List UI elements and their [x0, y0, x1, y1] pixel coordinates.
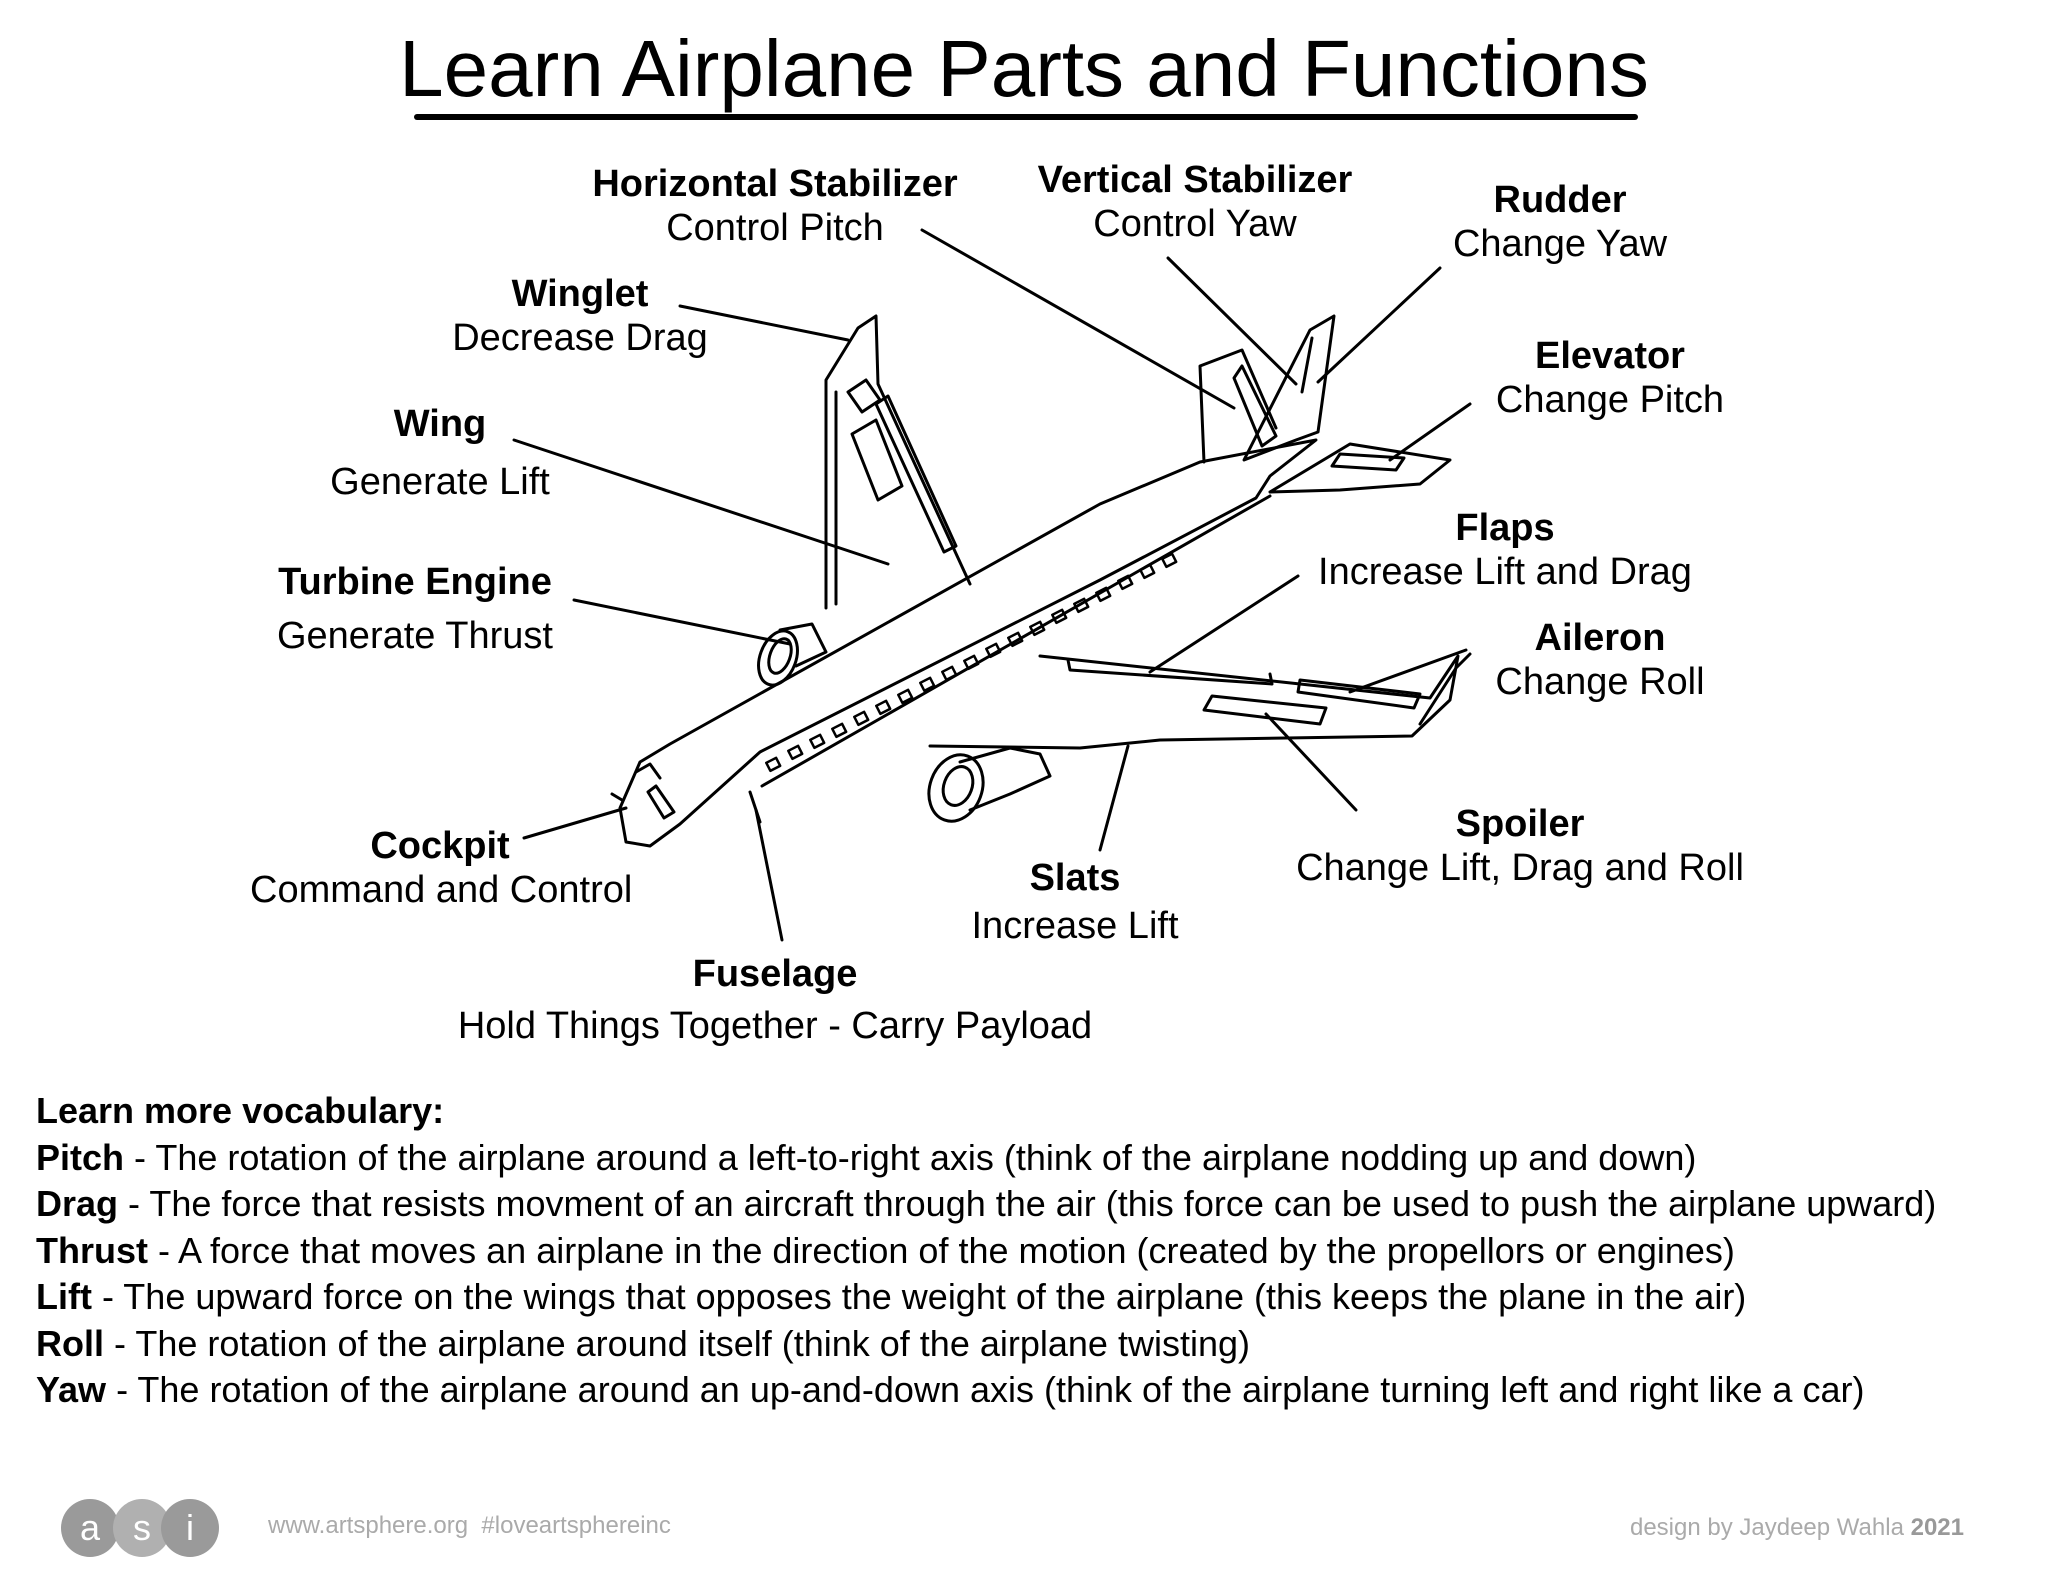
far-engine	[757, 622, 828, 687]
vocab-item-thrust: Thrust - A force that moves an airplane …	[36, 1228, 2026, 1275]
label-elevator: Elevator Change Pitch	[1450, 334, 1770, 422]
leader-flaps	[1148, 574, 1300, 674]
vocab-definition: - The upward force on the wings that opp…	[91, 1276, 1747, 1317]
label-slats: Slats Increase Lift	[940, 856, 1210, 948]
footer-credit: design by Jaydeep Wahla 2021	[1630, 1514, 1964, 1542]
vocab-definition: - The rotation of the airplane around it…	[104, 1322, 1250, 1364]
leader-elevator	[1388, 402, 1472, 462]
vocab-item-yaw: Yaw - The rotation of the airplane aroun…	[36, 1367, 2026, 1414]
part-function: Generate Lift	[330, 461, 550, 503]
vocab-item-roll: Roll - The rotation of the airplane arou…	[36, 1321, 2026, 1368]
leader-rudder	[1316, 266, 1442, 384]
near-wing	[928, 652, 1472, 750]
label-winglet: Winglet Decrease Drag	[420, 272, 740, 360]
label-fuselage: Fuselage Hold Things Together - Carry Pa…	[420, 952, 1130, 1048]
part-name: Flaps	[1455, 507, 1555, 549]
leader-fuselage	[754, 808, 784, 942]
near-engine	[927, 746, 1052, 823]
part-function: Generate Thrust	[276, 615, 553, 657]
part-function: Control Pitch	[666, 207, 884, 249]
leader-turbine-engine	[572, 598, 792, 646]
vocab-item-drag: Drag - The force that resists movment of…	[36, 1181, 2026, 1228]
horizontal-stabilizer	[1268, 442, 1452, 494]
vocab-term: Drag	[36, 1183, 119, 1224]
label-spoiler: Spoiler Change Lift, Drag and Roll	[1270, 802, 1770, 890]
part-function: Change Roll	[1495, 661, 1705, 703]
part-name: Horizontal Stabilizer	[592, 163, 958, 205]
vocab-item-pitch: Pitch - The rotation of the airplane aro…	[36, 1135, 2026, 1182]
leader-horizontal-stabilizer	[920, 228, 1236, 410]
footer-website: www.artsphere.org #loveartsphereinc	[268, 1512, 671, 1539]
vocab-item-lift: Lift - The upward force on the wings tha…	[36, 1274, 2026, 1321]
part-function: Decrease Drag	[452, 317, 708, 359]
part-name: Slats	[1029, 857, 1121, 899]
part-function: Hold Things Together - Carry Payload	[457, 1005, 1093, 1047]
part-name: Turbine Engine	[278, 561, 552, 603]
part-function: Increase Lift and Drag	[1318, 551, 1692, 593]
logo-letter: i	[186, 1507, 194, 1548]
vocab-term: Lift	[36, 1276, 92, 1317]
vocab-definition: - The force that resists movment of an a…	[118, 1183, 1937, 1224]
page-title: Learn Airplane Parts and Functions	[399, 24, 1649, 113]
label-horizontal-stabilizer: Horizontal Stabilizer Control Pitch	[570, 162, 980, 250]
vocabulary-heading: Learn more vocabulary:	[36, 1090, 445, 1131]
credit-year: 2021	[1910, 1514, 1964, 1541]
part-name: Aileron	[1534, 617, 1666, 659]
vocab-definition: - The rotation of the airplane around an…	[106, 1369, 1865, 1410]
label-turbine-engine: Turbine Engine Generate Thrust	[250, 560, 580, 658]
part-name: Fuselage	[692, 953, 858, 995]
part-function: Increase Lift	[971, 905, 1179, 947]
logo-letter: s	[133, 1507, 151, 1548]
part-function: Control Yaw	[1093, 203, 1297, 245]
vocab-definition: - The rotation of the airplane around a …	[124, 1136, 1697, 1178]
part-name: Rudder	[1493, 179, 1627, 221]
part-name: Elevator	[1535, 335, 1685, 377]
label-flaps: Flaps Increase Lift and Drag	[1290, 506, 1720, 594]
leader-spoiler	[1264, 712, 1358, 812]
logo-letter: a	[80, 1507, 101, 1548]
vocab-term: Yaw	[36, 1369, 107, 1410]
label-vertical-stabilizer: Vertical Stabilizer Control Yaw	[1020, 158, 1370, 246]
leader-wing	[512, 438, 890, 566]
part-function: Change Yaw	[1452, 223, 1668, 265]
part-name: Wing	[393, 403, 487, 445]
vocab-term: Roll	[36, 1322, 104, 1364]
label-rudder: Rudder Change Yaw	[1410, 178, 1710, 266]
leader-winglet	[678, 304, 850, 342]
leader-slats	[1098, 744, 1130, 852]
label-aileron: Aileron Change Roll	[1460, 616, 1740, 704]
label-wing: Wing Generate Lift	[300, 402, 580, 504]
part-name: Cockpit	[370, 825, 510, 867]
part-name: Winglet	[511, 273, 649, 315]
leader-aileron	[1348, 648, 1468, 694]
asi-logo: a s i	[61, 1499, 219, 1557]
fuselage	[610, 438, 1318, 848]
part-name: Vertical Stabilizer	[1037, 159, 1353, 201]
part-name: Spoiler	[1455, 803, 1585, 845]
fuselage-windows	[765, 552, 1178, 773]
title-underline	[414, 114, 1638, 120]
part-function: Command and Control	[250, 869, 633, 911]
leader-cockpit	[522, 806, 628, 840]
label-cockpit: Cockpit Command and Control	[250, 824, 633, 912]
vocabulary-section: Learn more vocabulary: Pitch - The rotat…	[36, 1088, 2026, 1414]
part-function: Change Pitch	[1495, 379, 1725, 421]
credit-text: design by Jaydeep Wahla	[1629, 1514, 1904, 1541]
vocab-term: Pitch	[36, 1136, 125, 1178]
leader-lines	[512, 228, 1472, 942]
part-function: Change Lift, Drag and Roll	[1296, 847, 1744, 889]
vocab-definition: - A force that moves an airplane in the …	[148, 1229, 1735, 1271]
vocab-term: Thrust	[36, 1229, 148, 1271]
far-wing	[824, 314, 972, 610]
leader-vertical-stabilizer	[1166, 256, 1298, 386]
